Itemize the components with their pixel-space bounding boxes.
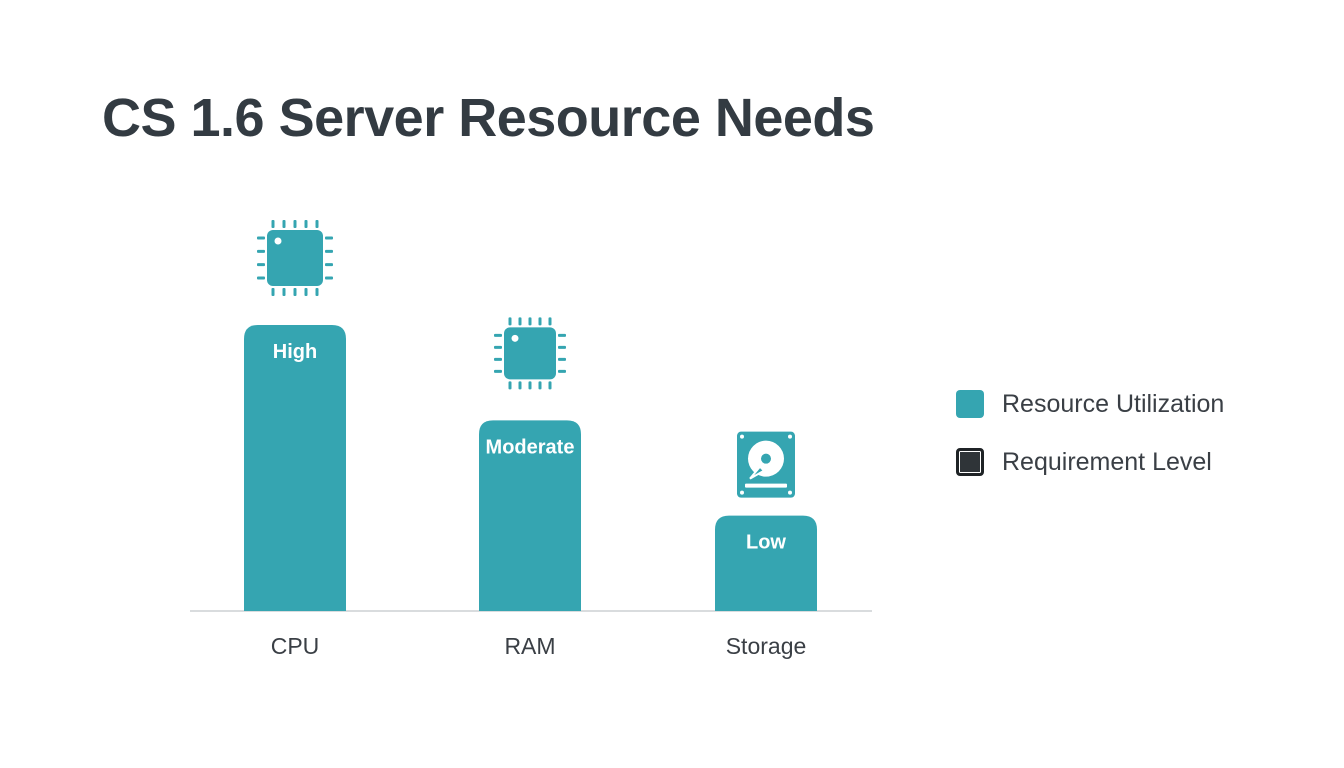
bar-data-label: Low [746, 532, 786, 554]
chart-title: CS 1.6 Server Resource Needs [102, 88, 875, 148]
bar-cpu [244, 325, 346, 611]
memory-chip-icon [494, 317, 566, 390]
legend-item-resource-utilization: Resource Utilization [956, 386, 1224, 422]
bar-ram [479, 420, 581, 611]
hard-drive-icon [737, 431, 795, 498]
legend: Resource Utilization Requirement Level [956, 386, 1224, 502]
legend-item-requirement-level: Requirement Level [956, 444, 1224, 480]
x-tick-label: CPU [271, 633, 320, 659]
legend-label: Requirement Level [1002, 447, 1212, 476]
bar-data-label: High [273, 341, 317, 363]
x-tick-label: RAM [504, 633, 555, 659]
bar-storage [715, 515, 817, 611]
cpu-chip-icon [257, 220, 333, 296]
bar-data-label: Moderate [486, 436, 575, 458]
legend-swatch-resource-utilization [956, 390, 984, 418]
x-tick-label: Storage [726, 633, 807, 659]
legend-label: Resource Utilization [1002, 389, 1225, 418]
legend-swatch-requirement-level [956, 448, 984, 476]
